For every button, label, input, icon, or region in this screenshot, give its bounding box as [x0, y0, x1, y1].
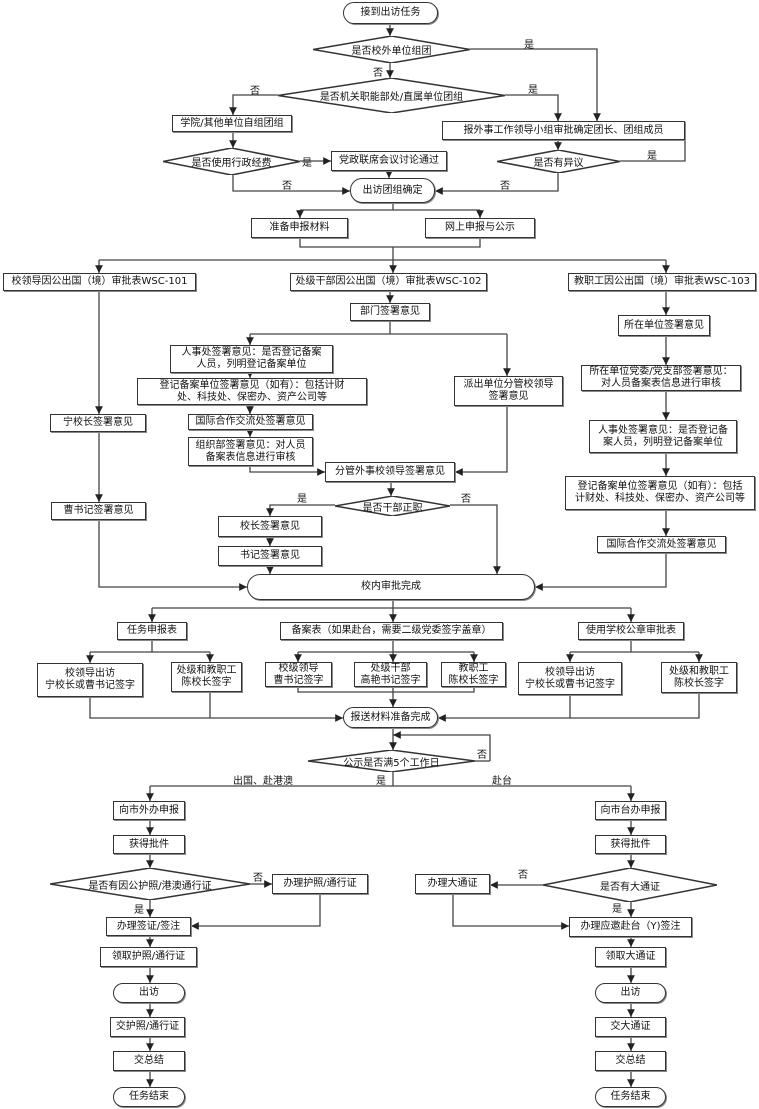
visit-right-node: 出访 — [595, 983, 666, 1003]
unit-sign-node: 所在单位签署意见 — [618, 315, 710, 336]
approval-right-node: 获得批件 — [595, 835, 666, 854]
start-node: 接到出访任务 — [343, 2, 438, 24]
decision-label: 是否校外单位组团 — [351, 46, 432, 57]
visa-node: 办理签证/签注 — [106, 917, 191, 936]
party-meeting-node: 党政联席会议讨论通过 — [331, 151, 447, 171]
wsc103-node: 教职工因公出国（境）审批表WSC-103 — [568, 273, 756, 291]
visit-left-node: 出访 — [113, 983, 185, 1003]
decision-label: 是否使用行政经费 — [191, 158, 272, 169]
apply-taiwan-office-node: 向市台办申报 — [595, 801, 666, 820]
intl-sign-right-node: 国际合作交流处签署意见 — [597, 536, 726, 553]
decision-label: 是否有大通证 — [600, 881, 660, 893]
intl-sign-node: 国际合作交流处签署意见 — [188, 414, 313, 430]
decision-admin-funds: 是否使用行政经费 — [163, 148, 300, 175]
online-report-node: 网上申报与公示 — [425, 218, 535, 238]
hr-sign-right-node: 人事处签署意见：是否登记备 案人员，列明登记备案单位 — [589, 420, 737, 453]
task-form-node: 任务申报表 — [117, 622, 187, 640]
dept-sign-node: 部门签署意见 — [350, 303, 430, 321]
yes-label: 是 — [376, 776, 386, 787]
end-left-node: 任务结束 — [113, 1087, 185, 1107]
no-label: 否 — [461, 494, 471, 505]
approval-left-node: 获得批件 — [113, 835, 185, 854]
no-label: 否 — [477, 750, 487, 761]
cao-secretary-sign-node: 曹书记签署意见 — [51, 502, 146, 520]
prepare-materials-node: 准备申报材料 — [251, 218, 348, 238]
return-passport-node: 交护照/通行证 — [110, 1017, 185, 1037]
sign-staff-right-node: 处级和教职工 陈校长签字 — [661, 662, 737, 693]
return-taiwan-pass-node: 交大通证 — [595, 1017, 666, 1037]
sign-school-leader-node: 校领导出访 宁校长或曹书记签字 — [37, 663, 143, 697]
decision-external-unit: 是否校外单位组团 — [313, 36, 470, 63]
team-confirmed-node: 出访团组确定 — [350, 178, 435, 203]
get-passport-node: 办理护照/通行证 — [272, 874, 368, 894]
yes-label: 是 — [134, 905, 144, 916]
sign-staff-node: 处级和教职工 陈校长签字 — [171, 662, 242, 692]
ning-president-sign-node: 宁校长签署意见 — [50, 414, 146, 432]
no-label: 否 — [500, 181, 510, 192]
president-sign-node: 校长签署意见 — [218, 516, 322, 537]
secretary-sign-node: 书记签署意见 — [218, 546, 322, 566]
summary-right-node: 交总结 — [595, 1051, 666, 1071]
wsc101-node: 校领导因公出国（境）审批表WSC-101 — [3, 273, 196, 291]
seal-form-node: 使用学校公章审批表 — [578, 622, 684, 640]
yes-label: 是 — [647, 151, 657, 162]
yes-label: 是 — [302, 158, 312, 169]
registry-sign-node: 登记备案单位签署意见（如有）：包括计财 处、科技处、保密办、资产公司等 — [137, 378, 367, 405]
hr-sign-node: 人事处签署意见：是否登记备案 人员，列明登记备案单位 — [170, 345, 333, 373]
sign-school-leader-right-node: 校领导出访 宁校长或曹书记签字 — [518, 662, 622, 695]
yes-label: 是 — [528, 85, 538, 96]
decision-objection: 是否有异议 — [497, 150, 620, 173]
record-form-node: 备案表（如果赴台，需要二级党委签字盖章） — [280, 622, 503, 640]
no-label: 否 — [282, 181, 292, 192]
decision-has-passport: 是否有因公护照/港澳通行证 — [50, 868, 250, 900]
college-team-node: 学院/其他单位自组团组 — [172, 115, 292, 132]
org-sign-node: 组织部签署意见：对人员 备案表信息进行审核 — [188, 437, 313, 466]
decision-admin-unit: 是否机关职能部处/直属单位团组 — [278, 78, 505, 113]
decision-label: 公示是否满5个工作日 — [343, 757, 440, 769]
apply-foreign-office-node: 向市外办申报 — [113, 801, 185, 820]
decision-has-taiwan-pass: 是否有大通证 — [543, 868, 717, 902]
sign-cadre-node: 处级干部 高艳书记签字 — [354, 662, 427, 687]
decision-publicity-5days: 公示是否满5个工作日 — [308, 750, 475, 772]
no-label: 否 — [373, 68, 383, 79]
wsc102-node: 处级干部因公出国（境）审批表WSC-102 — [290, 273, 487, 291]
yes-label: 是 — [612, 904, 622, 915]
registry-sign-right-node: 登记备案单位签署意见（如有）：包括 计财处、科技处、保密办、资产公司等 — [565, 476, 755, 510]
decision-chief-cadre: 是否干部正职 — [335, 496, 450, 516]
no-label: 否 — [250, 86, 260, 97]
abroad-label: 出国、赴港澳 — [233, 776, 293, 787]
sign-school-level-node: 校级领导 曹书记签字 — [265, 662, 332, 687]
decision-label: 是否机关职能部处/直属单位团组 — [319, 92, 464, 103]
yes-label: 是 — [297, 494, 307, 505]
summary-left-node: 交总结 — [113, 1051, 185, 1071]
decision-label: 是否有因公护照/港澳通行证 — [88, 880, 212, 892]
decision-label: 是否干部正职 — [362, 502, 423, 514]
sign-faculty-node: 教职工 陈校长签字 — [441, 662, 506, 687]
foreign-affairs-leader-sign-node: 分管外事校领导签署意见 — [325, 462, 455, 482]
report-leader-group-node: 报外事工作领导小组审批确定团长、团组成员 — [442, 121, 685, 140]
yes-label: 是 — [524, 40, 534, 51]
no-label: 否 — [518, 870, 528, 881]
get-taiwan-pass-node: 办理大通证 — [415, 874, 490, 894]
materials-done-node: 报送材料准备完成 — [343, 707, 438, 728]
no-label: 否 — [253, 873, 263, 884]
end-right-node: 任务结束 — [595, 1087, 666, 1107]
collect-taiwan-pass-node: 领取大通证 — [595, 947, 666, 967]
dispatch-leader-sign-node: 派出单位分管校领导 签署意见 — [454, 376, 563, 406]
taiwan-label: 赴台 — [492, 776, 512, 787]
decision-label: 是否有异议 — [533, 158, 584, 169]
unit-party-sign-node: 所在单位党委/党支部签署意见： 对人员备案表信息进行审核 — [581, 365, 741, 391]
internal-approval-done-node: 校内审批完成 — [247, 574, 535, 600]
taiwan-endorsement-node: 办理应邀赴台（Y)签注 — [569, 917, 692, 937]
collect-passport-node: 领取护照/通行证 — [100, 947, 197, 967]
